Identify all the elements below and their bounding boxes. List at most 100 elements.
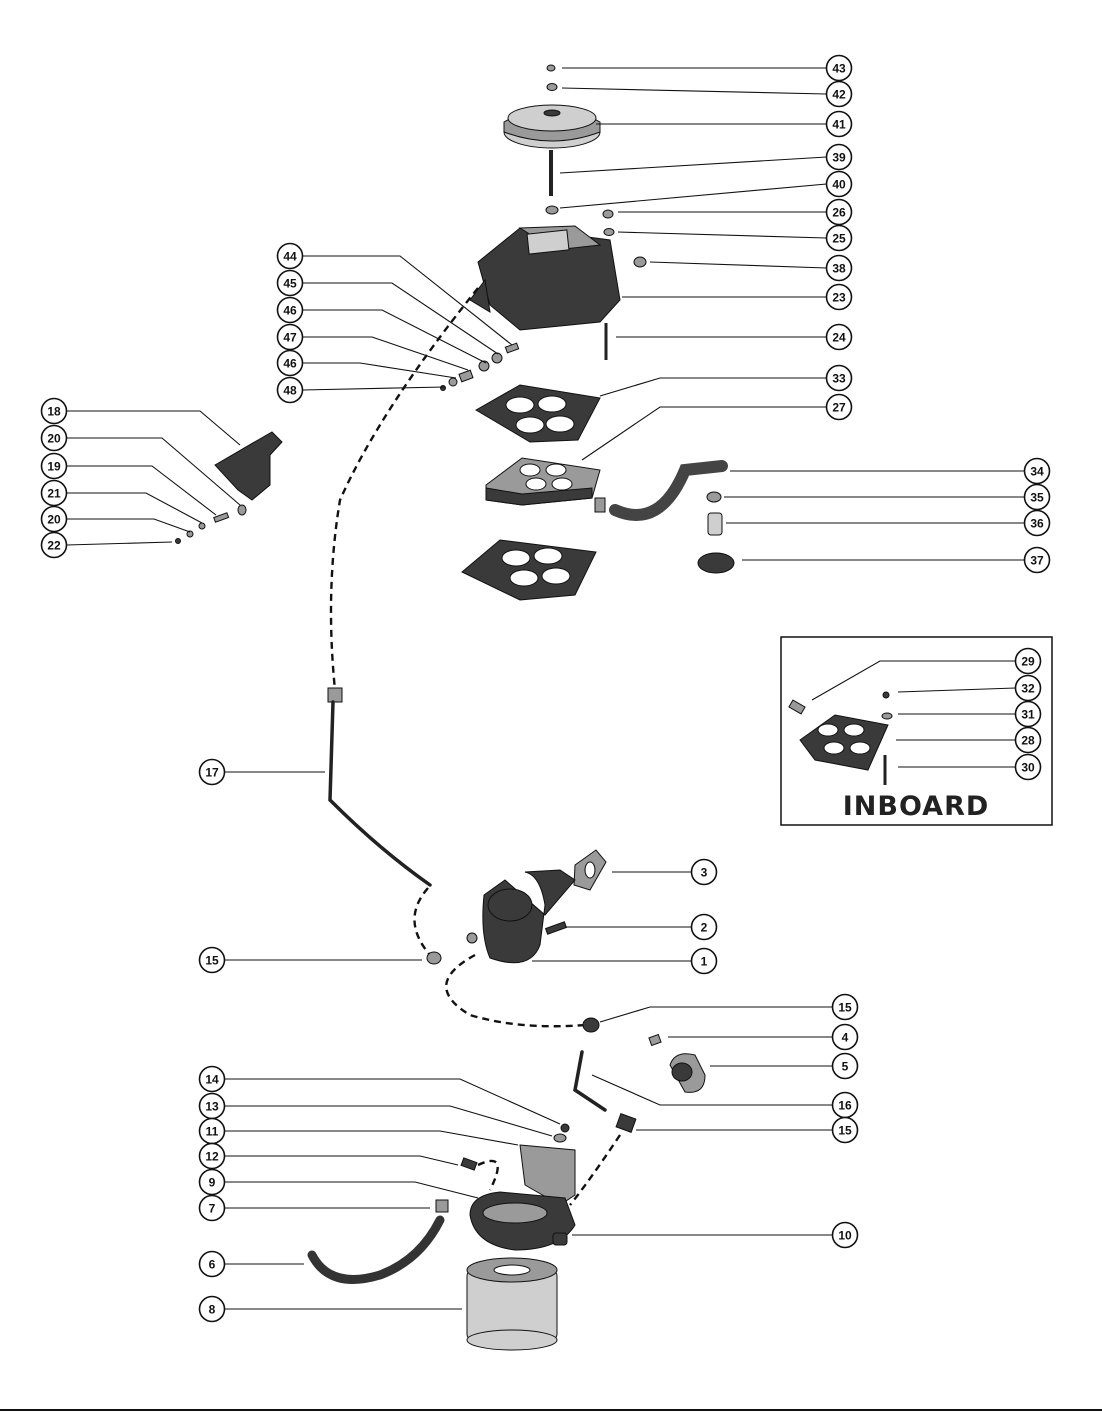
callout-number: 15	[205, 954, 219, 968]
callout-circle	[198, 758, 226, 786]
callout-circle	[1014, 726, 1042, 754]
callout-number: 20	[47, 513, 61, 527]
fuel-line-15-dashed-upper	[413, 887, 431, 956]
callout-48: 48	[276, 376, 304, 404]
callout-number: 39	[832, 151, 846, 165]
callout-9: 9	[198, 1168, 226, 1196]
callout-circle	[276, 323, 304, 351]
callout-number: 40	[832, 178, 846, 192]
callout-number: 15	[838, 1001, 852, 1015]
callout-number: 48	[283, 384, 297, 398]
callout-circle	[1023, 457, 1051, 485]
callout-number: 28	[1021, 734, 1035, 748]
part-4-fitting	[648, 1033, 662, 1047]
callout-circle	[825, 364, 853, 392]
callout-number: 46	[283, 357, 297, 371]
callout-45: 45	[276, 269, 304, 297]
part-5-filter	[669, 1053, 706, 1093]
callout-circle	[831, 1221, 859, 1249]
callout-2: 2	[690, 913, 718, 941]
callout-circle	[276, 269, 304, 297]
part-26-nut	[602, 209, 614, 219]
leader-line	[224, 1181, 479, 1199]
callout-circle	[40, 531, 68, 559]
callout-27: 27	[825, 393, 853, 421]
part-8-filter-element	[466, 1257, 558, 1351]
callout-25: 25	[825, 224, 853, 252]
leader-line	[302, 386, 446, 391]
callout-number: 19	[47, 460, 61, 474]
leader-line	[224, 1155, 459, 1166]
inset-parts	[788, 691, 893, 785]
leader-line	[897, 687, 1016, 693]
callout-circle	[1014, 674, 1042, 702]
callout-17: 17	[198, 758, 226, 786]
leader-line	[599, 377, 827, 397]
callout-circle	[825, 54, 853, 82]
part-33-gasket	[475, 384, 601, 443]
callout-32: 32	[1014, 674, 1042, 702]
part-11-bracket	[519, 1144, 576, 1206]
leader-line	[561, 87, 827, 95]
callout-36: 36	[1023, 509, 1051, 537]
leader-line	[617, 231, 827, 239]
callout-number: 4	[842, 1031, 849, 1045]
leader-line	[66, 465, 217, 516]
callout-number: 9	[209, 1176, 216, 1190]
leader-line	[302, 336, 469, 371]
callout-21: 21	[40, 479, 68, 507]
callout-circle	[825, 283, 853, 311]
callout-11: 11	[198, 1117, 226, 1145]
part-15-fitting-upper	[426, 951, 442, 965]
part-13-washer	[553, 1133, 567, 1143]
callout-44: 44	[276, 242, 304, 270]
part-34-vent-tube	[609, 460, 728, 521]
leader-line	[302, 309, 487, 364]
callout-43: 43	[825, 54, 853, 82]
fuel-line-17-dashed	[329, 287, 479, 691]
part-16-line	[573, 1050, 607, 1112]
leader-line	[302, 255, 513, 346]
callout-circle	[198, 1295, 226, 1323]
callout-circle	[1023, 546, 1051, 574]
part-15-fitting-lower	[615, 1113, 637, 1133]
callout-38: 38	[825, 254, 853, 282]
callout-40: 40	[825, 170, 853, 198]
callout-circle	[825, 170, 853, 198]
callout-37: 37	[1023, 546, 1051, 574]
part-14-nut	[560, 1123, 570, 1133]
callout-15: 15	[198, 946, 226, 974]
callout-46: 46	[276, 349, 304, 377]
callout-number: 11	[206, 1125, 219, 1139]
callout-number: 23	[832, 291, 846, 305]
part-25-washer	[603, 228, 615, 236]
leader-line	[224, 1130, 519, 1146]
leader-line	[302, 362, 457, 379]
callout-circle	[1014, 700, 1042, 728]
callout-number: 27	[832, 401, 846, 415]
part-1-fuel-pump	[466, 869, 576, 964]
callout-26: 26	[825, 198, 853, 226]
part-27-spacer	[485, 457, 606, 513]
callout-number: 15	[838, 1124, 852, 1138]
part-lower-gasket	[461, 539, 597, 601]
callout-circle	[40, 424, 68, 452]
callout-18: 18	[40, 397, 68, 425]
leader-line	[559, 183, 827, 209]
callout-number: 14	[205, 1073, 219, 1087]
part-42-washer	[546, 83, 558, 91]
callout-number: 35	[1030, 491, 1044, 505]
leader-lines	[66, 67, 1025, 1310]
part-12-bolt	[460, 1157, 478, 1171]
callout-46: 46	[276, 296, 304, 324]
callout-circle	[825, 110, 853, 138]
part-35-clamp	[706, 491, 722, 503]
callout-circle	[831, 1052, 859, 1080]
callout-number: 32	[1021, 682, 1035, 696]
callout-15: 15	[831, 993, 859, 1021]
callout-circle	[831, 1116, 859, 1144]
callout-15: 15	[831, 1116, 859, 1144]
callout-number: 38	[832, 262, 846, 276]
callout-number: 18	[47, 405, 61, 419]
callout-13: 13	[198, 1092, 226, 1120]
